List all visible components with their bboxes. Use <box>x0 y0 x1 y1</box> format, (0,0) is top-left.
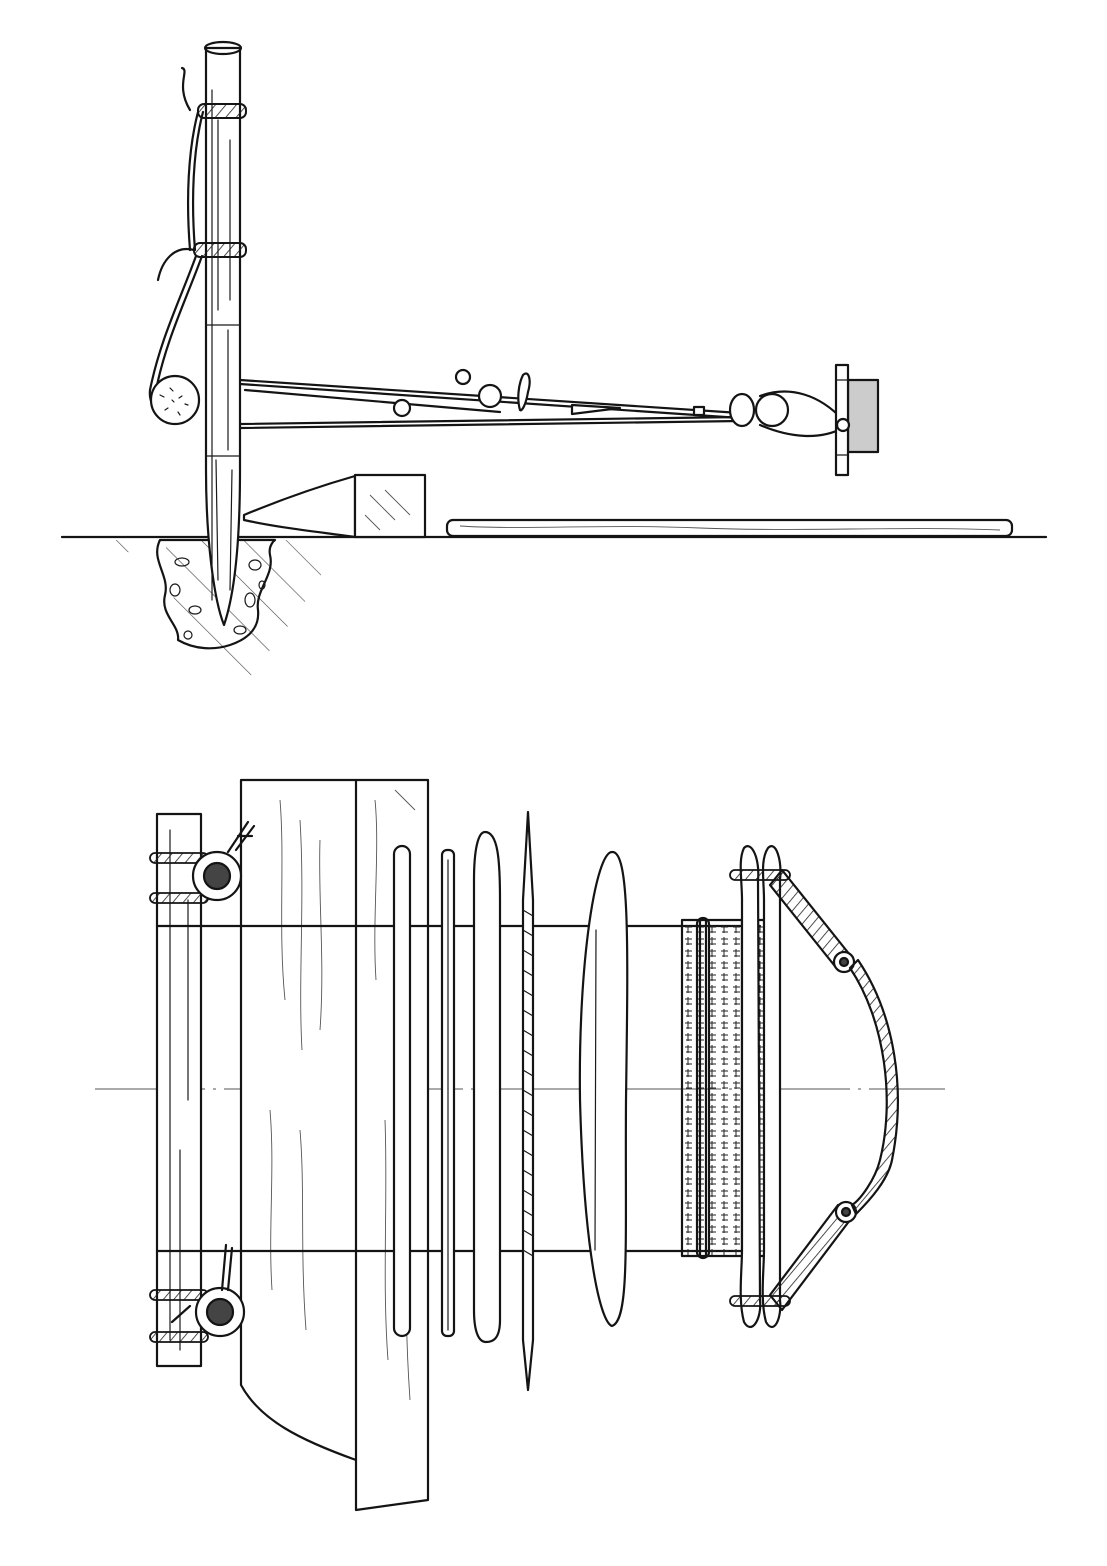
shed-rods-top <box>392 830 502 1344</box>
warp-beam <box>149 374 201 426</box>
wooden-plank <box>239 778 430 1512</box>
breast-beam-top <box>729 845 791 1329</box>
warp-threads <box>238 378 742 430</box>
cloth-on-ground <box>445 518 1014 538</box>
stake-tie-bottom <box>149 1243 246 1343</box>
wedge-block <box>242 473 427 539</box>
breast-beam-side <box>728 390 845 437</box>
pointed-stick <box>521 810 535 1392</box>
backstrap-side <box>834 363 880 477</box>
upright-stake <box>203 40 243 627</box>
rope-lashing-top <box>180 66 247 252</box>
sword-beater <box>578 850 629 1328</box>
side-view <box>60 40 1048 690</box>
stake-top-view <box>155 812 203 1368</box>
post-hole <box>156 538 277 650</box>
warp-threads-top <box>155 924 762 1253</box>
shed-rods-profile <box>392 368 706 418</box>
backstrap-top <box>768 868 899 1312</box>
warp-beam-top <box>201 583 241 1111</box>
stake-tie-top <box>149 820 256 904</box>
soil-hatching <box>105 538 330 690</box>
rope-lashing-middle <box>148 242 247 415</box>
top-view <box>95 583 945 1512</box>
